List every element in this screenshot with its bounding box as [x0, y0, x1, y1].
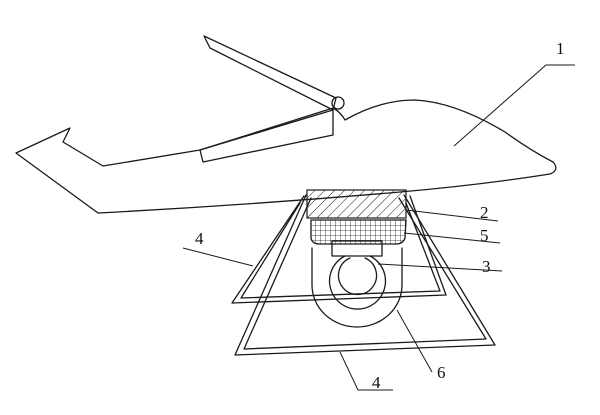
mounting-block [306, 189, 407, 219]
label-2: 2 [480, 203, 489, 222]
motor-ring [328, 240, 387, 310]
tail-arm [199, 35, 345, 163]
label-1: 1 [556, 39, 565, 58]
label-5: 5 [480, 226, 489, 245]
aircraft-body [15, 99, 557, 214]
label-4-lower: 4 [372, 373, 381, 392]
outer-support-frame [234, 194, 496, 356]
rotating-housing [311, 247, 403, 328]
label-3: 3 [482, 257, 491, 276]
inner-support-frame [231, 195, 447, 304]
label-6: 6 [437, 363, 446, 382]
mesh-plate [310, 219, 407, 245]
leader-lines [182, 64, 575, 391]
label-4-upper: 4 [195, 229, 204, 248]
